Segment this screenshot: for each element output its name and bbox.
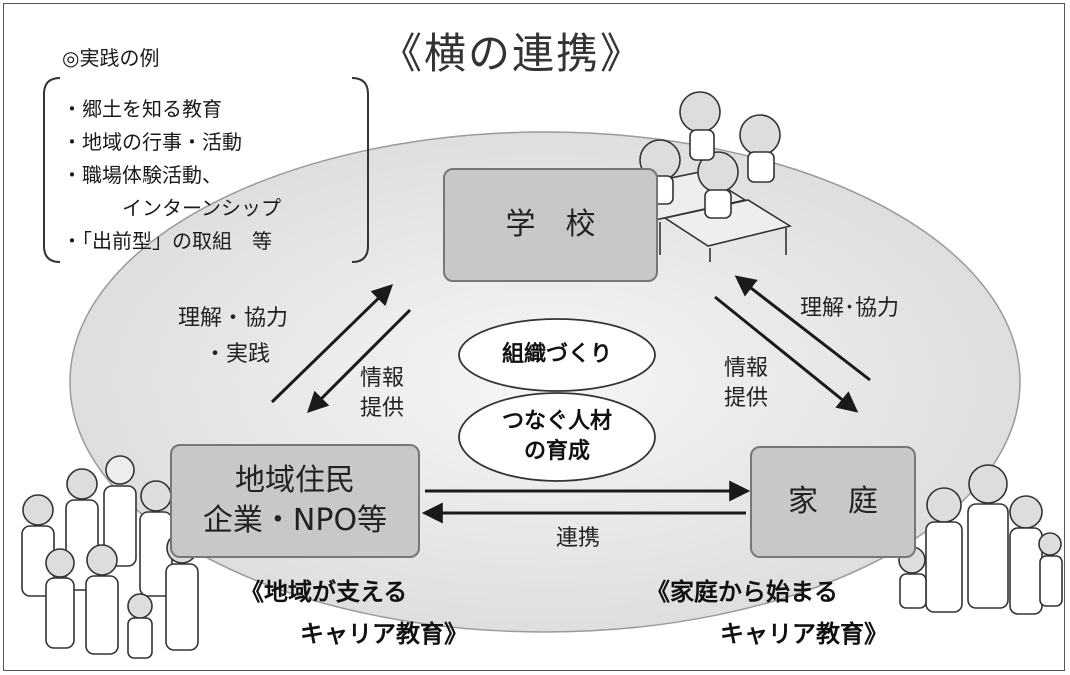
diagram-frame: [3, 3, 1065, 671]
example-item: ・地域の行事・活動: [62, 130, 242, 154]
right-down-label-line1: 情報: [724, 356, 769, 381]
example-item: ・「出前型」の取組 等: [62, 229, 272, 253]
org-oval: [458, 318, 656, 392]
examples-heading: ◎実践の例: [62, 46, 160, 70]
org-text: 組織づくり: [501, 342, 612, 367]
arrow-school-to-home: [714, 295, 859, 413]
right-up-label: 理解･協力: [800, 296, 900, 321]
talent-oval: [458, 392, 656, 482]
examples-bracket-left: [43, 77, 61, 263]
bottom-link-label: 連携: [556, 526, 601, 551]
community-caption-line2: キャリア教育》: [300, 620, 468, 648]
talent-text-line2: の育成: [523, 439, 590, 464]
home-box: 家 庭: [750, 446, 916, 558]
left-down-label-line1: 情報: [360, 366, 405, 391]
arrow-school-to-community: [307, 308, 412, 413]
arrow-home-to-school: [734, 275, 871, 382]
left-up-label-line2: ・実践: [204, 342, 271, 367]
example-item: ・職場体験活動、: [62, 163, 222, 187]
school-label: 学 校: [505, 207, 596, 242]
community-people-illustration: [21, 455, 199, 659]
community-label-line1: 地域住民: [235, 463, 355, 498]
students-illustration: [610, 91, 793, 262]
left-up-label-line1: 理解・協力: [178, 306, 289, 331]
example-item: インターンシップ: [122, 196, 281, 220]
school-box: 学 校: [443, 168, 658, 282]
diagram-title: 《横の連携》: [380, 29, 645, 78]
examples-bracket-right: [351, 77, 369, 263]
talent-text-line1: つなぐ人材: [501, 409, 612, 434]
community-box: 地域住民 企業・NPO等: [170, 444, 420, 558]
right-down-label-line2: 提供: [724, 386, 769, 411]
home-caption-line1: 《家庭から始まる: [646, 578, 838, 606]
arrow-community-to-school: [270, 284, 394, 404]
home-label: 家 庭: [788, 484, 878, 519]
example-item: ・郷土を知る教育: [62, 97, 222, 121]
left-down-label-line2: 提供: [360, 396, 405, 421]
home-caption-line2: キャリア教育》: [720, 620, 888, 648]
community-label-line2: 企業・NPO等: [202, 503, 388, 538]
community-caption-line1: 《地域が支える: [240, 578, 408, 606]
